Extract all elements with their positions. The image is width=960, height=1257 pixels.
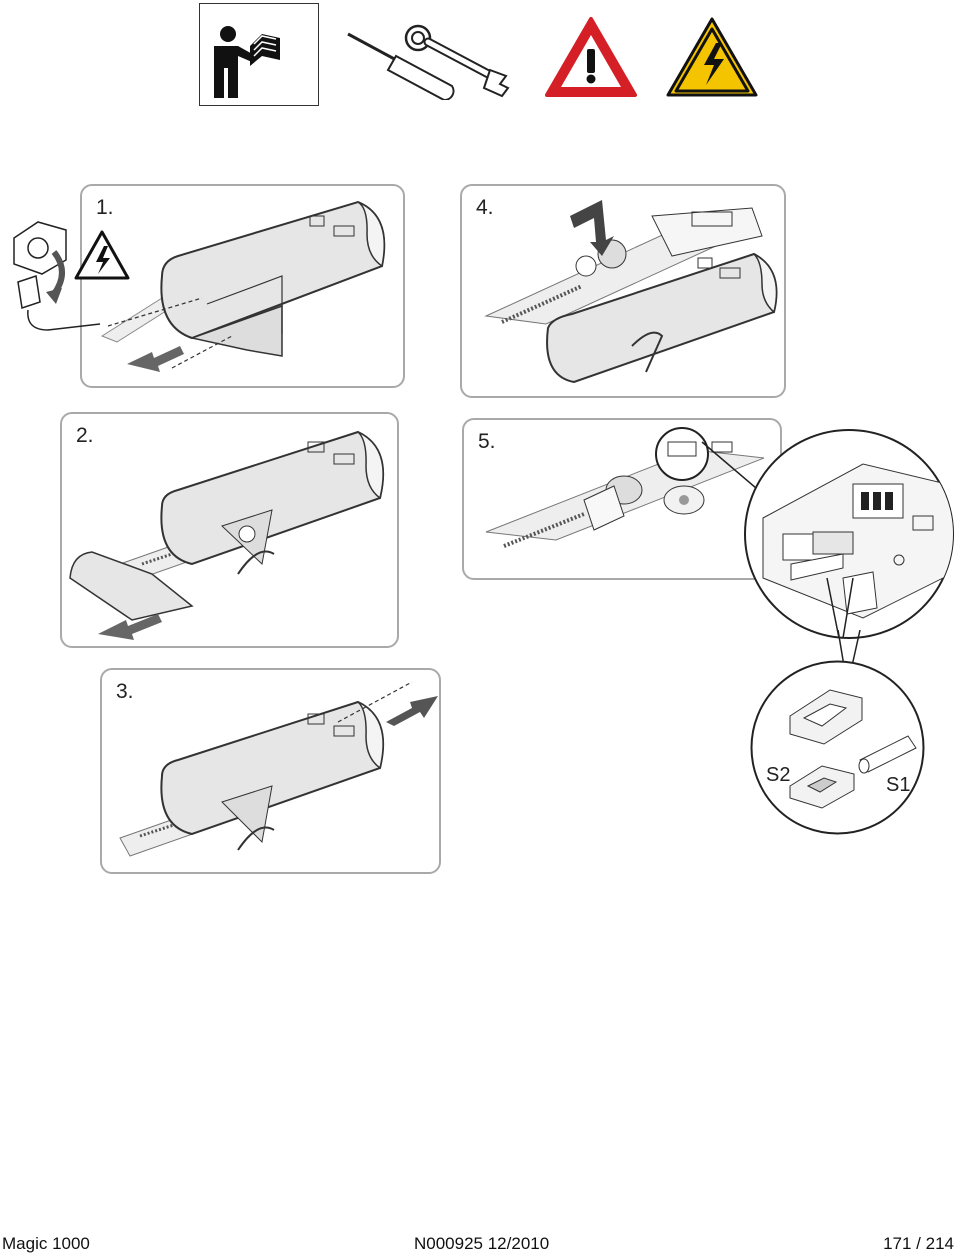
step-4-label: 4. bbox=[476, 196, 494, 219]
step-5-panel: 5. bbox=[462, 418, 782, 580]
footer-page-number: 171 / 214 bbox=[883, 1234, 954, 1253]
warning-electric-icon bbox=[664, 15, 760, 101]
footer-product: Magic 1000 bbox=[2, 1234, 90, 1253]
step-1-label: 1. bbox=[96, 196, 114, 219]
step-2-label: 2. bbox=[76, 424, 94, 447]
step-1-panel: 1. bbox=[80, 184, 405, 388]
read-manual-icon bbox=[199, 3, 319, 106]
step-4-panel: 4. bbox=[460, 184, 786, 398]
fuse-detail-circle bbox=[750, 660, 925, 835]
step-5-label: 5. bbox=[478, 430, 496, 453]
pcb-detail-circle bbox=[743, 428, 955, 640]
warning-general-icon bbox=[543, 15, 639, 101]
step-3-label: 3. bbox=[116, 680, 134, 703]
step-3-panel: 3. bbox=[100, 668, 441, 874]
footer-doc-code: N000925 12/2010 bbox=[414, 1234, 550, 1253]
tools-icon bbox=[340, 20, 520, 100]
s2-label: S2 bbox=[766, 764, 791, 786]
unplug-icon bbox=[8, 212, 133, 352]
zoom-connector-2 bbox=[837, 630, 861, 667]
s1-label: S1 bbox=[886, 774, 911, 796]
step-2-panel: 2. bbox=[60, 412, 399, 648]
